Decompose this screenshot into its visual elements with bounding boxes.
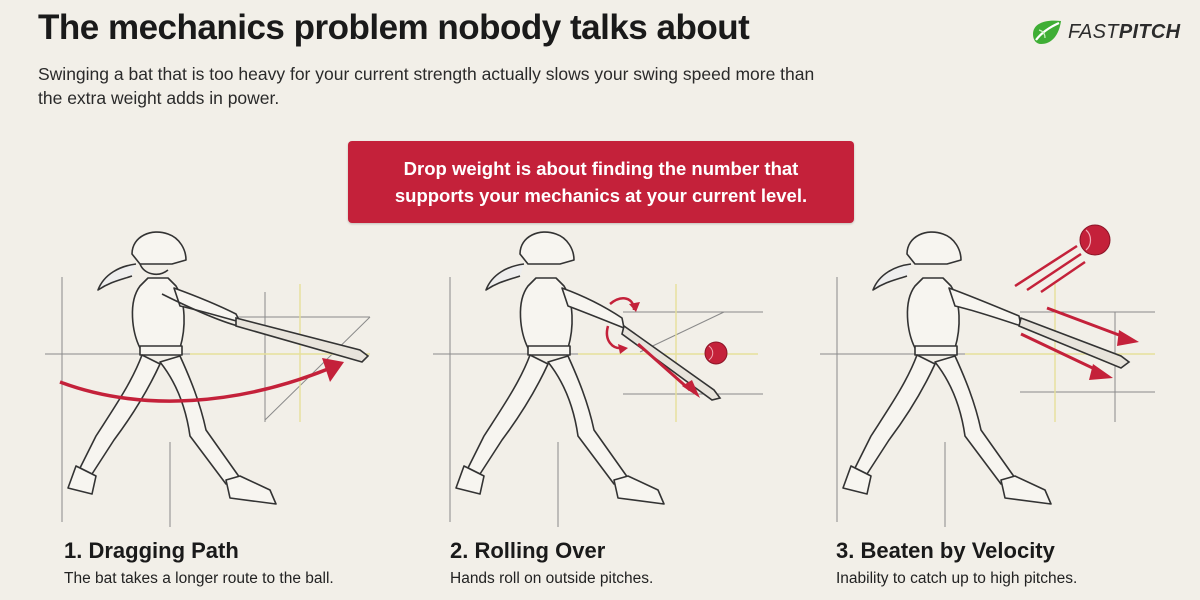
logo-text-pitch: PITCH — [1118, 20, 1181, 43]
page-title: The mechanics problem nobody talks about — [38, 8, 750, 47]
batter-illustration-3 — [820, 224, 1155, 527]
step-3-title: 3. Beaten by Velocity — [836, 538, 1055, 563]
logo-wordmark: FASTPITCH — [1068, 21, 1180, 44]
speed-lines — [1014, 244, 1086, 294]
logo-text-fast: FAST — [1068, 20, 1119, 43]
step-2-description: Hands roll on outside pitches. — [450, 570, 654, 587]
illustration-rolling-over — [428, 222, 788, 542]
step-1-description: The bat takes a longer route to the ball… — [64, 570, 334, 587]
batter-figure — [67, 231, 277, 505]
step-2-title: 2. Rolling Over — [450, 538, 606, 563]
batter-figure — [455, 231, 665, 505]
grid-lines — [433, 277, 763, 527]
softball-icon — [1079, 224, 1111, 256]
rotation-arrow-bottom — [605, 325, 625, 350]
step-3-description: Inability to catch up to high pitches. — [836, 570, 1078, 587]
page-subtitle: Swinging a bat that is too heavy for you… — [38, 64, 815, 108]
softball-icon — [704, 341, 728, 365]
roll-over-arrow — [637, 342, 691, 392]
callout-banner: Drop weight is about finding the number … — [348, 141, 854, 223]
bat — [621, 324, 722, 401]
callout-text: Drop weight is about finding the number … — [394, 158, 808, 206]
leaf-ball-icon — [1033, 20, 1061, 44]
grid-highlight — [578, 284, 758, 422]
fastpitch-logo: FASTPITCH — [1030, 18, 1180, 46]
step-1-title: 1. Dragging Path — [64, 538, 239, 563]
bat — [235, 316, 370, 363]
arrow-head-icon — [322, 358, 344, 382]
batter-illustration-2 — [433, 231, 763, 527]
illustration-dragging-path — [40, 222, 400, 542]
late-arrow-top — [1046, 306, 1128, 340]
illustration-beaten-by-velocity — [815, 222, 1175, 542]
swing-path-arrow — [59, 362, 341, 403]
bat — [1018, 316, 1131, 369]
batter-figure — [842, 231, 1052, 505]
batter-illustration-1 — [45, 231, 371, 527]
late-arrow-bottom — [1020, 332, 1102, 374]
